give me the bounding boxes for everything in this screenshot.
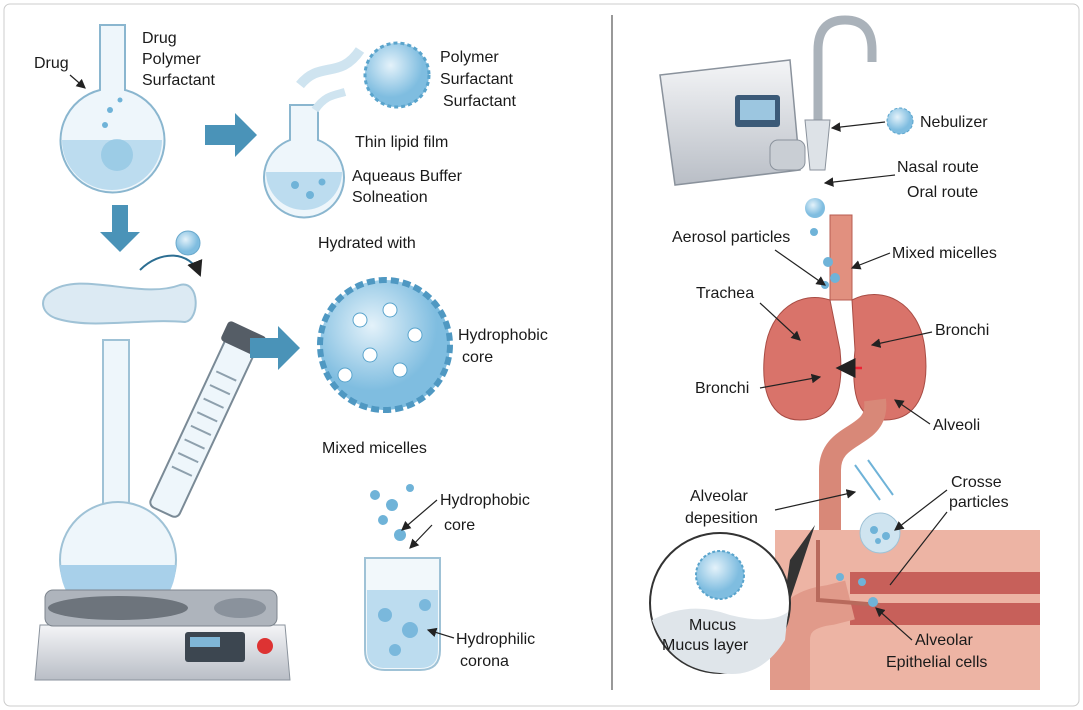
label-hydrophobic-core-2: Hydrophobic [440,492,530,509]
rotary-evaporator [34,321,291,681]
label-mucus-layer: Mucus layer [662,637,749,654]
label-aqueous-buffer: Aqueaus Buffer [352,168,463,185]
arrow-down-icon [100,205,140,252]
deposition-arrows [854,459,894,501]
label-core-2: core [444,517,475,534]
label-alveoli: Alveoli [933,417,980,434]
label-aerosol-particles: Aerosol particles [672,229,790,246]
flask-drug-polymer-surfactant [59,24,166,194]
label-trachea: Trachea [696,285,754,302]
label-alveolar-epithelial-1: Alveolar [915,632,973,649]
lungs [763,293,927,421]
label-alveolar-epithelial-2: Epithelial cells [886,654,987,671]
label-mucus: Mucus [689,617,736,634]
label-drug: Drug [142,30,177,47]
label-hydrophobic-core: Hydrophobic [458,327,548,344]
arrow-right-icon [250,326,300,370]
label-bronchi-right: Bronchi [935,322,989,339]
label-bronchi-left: Bronchi [695,380,749,397]
label-hydrated-with: Hydrated with [318,235,416,252]
label-solneation: Solneation [352,189,428,206]
label-hydrophilic: Hydrophilic [456,631,535,648]
label-oral-route: Oral route [907,184,978,201]
label-polymer: Polymer [142,51,201,68]
alveolar-tissue [770,512,1040,690]
label-surfactant: Surfactant [142,72,215,89]
frame [3,3,1080,707]
arrow-right-icon [205,113,257,157]
label-alveolar-deposition-2: depesition [685,510,758,527]
label-polymer-2: Polymer [440,49,499,66]
trachea [805,198,853,301]
label-nebulizer: Nebulizer [920,114,988,131]
label-thin-lipid-film: Thin lipid film [355,134,448,151]
label-drug-pointer: Drug [34,55,69,72]
label-core: core [462,349,493,366]
label-particles: particles [949,494,1009,511]
label-surfactant-2: Surfactant [440,71,513,88]
flask-thin-film [263,41,431,219]
mixed-micelle [317,277,453,413]
label-nasal-route: Nasal route [897,159,979,176]
lipid-film [42,230,203,325]
airway-tube [819,398,887,540]
label-mixed-micelles: Mixed micelles [322,440,427,457]
label-corona: corona [460,653,509,670]
label-alveolar-deposition-1: Alveolar [690,488,748,505]
label-mixed-micelles-right: Mixed micelles [892,245,997,262]
label-crosse: Crosse [951,474,1002,491]
magnified-view [649,525,815,675]
label-surfactant-3: Surfactant [443,93,516,110]
nebulizer-particle-icon [886,107,914,135]
beaker [364,484,441,671]
nebulizer-device [659,15,877,186]
